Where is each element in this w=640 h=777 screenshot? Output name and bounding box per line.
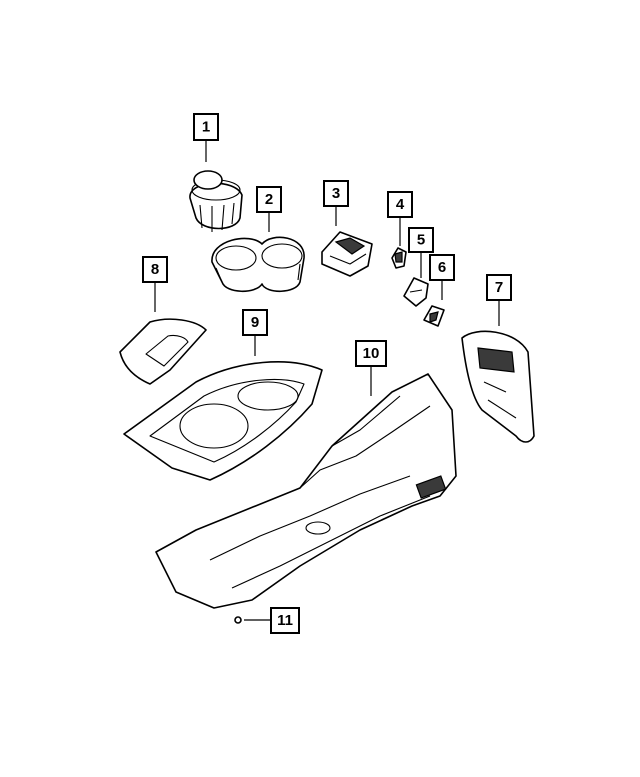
- callout-7-label: 7: [495, 279, 503, 296]
- part-6-clip: [423, 305, 445, 327]
- callout-6-label: 6: [438, 259, 446, 276]
- callout-3-label: 3: [332, 185, 340, 202]
- part-10-console-body: [155, 373, 457, 609]
- part-3-switch-bezel: [321, 231, 373, 277]
- part-9-top-trim: [123, 361, 323, 481]
- part-8-shifter-bezel: [119, 318, 207, 385]
- callout-1: 1: [193, 113, 219, 141]
- callout-9-label: 9: [251, 314, 259, 331]
- callout-4: 4: [387, 191, 413, 218]
- part-5-bracket: [403, 277, 429, 307]
- callout-5: 5: [408, 227, 434, 253]
- callout-2: 2: [256, 186, 282, 213]
- callout-4-label: 4: [396, 196, 405, 213]
- callout-7: 7: [486, 274, 512, 301]
- callout-9: 9: [242, 309, 268, 336]
- part-1-cup-insert: [189, 170, 243, 232]
- callout-1-label: 1: [202, 119, 210, 136]
- callout-6: 6: [429, 254, 455, 281]
- callout-2-label: 2: [265, 191, 273, 208]
- callout-5-label: 5: [417, 232, 425, 249]
- callout-3: 3: [323, 180, 349, 207]
- callout-11: 11: [270, 607, 300, 634]
- callout-10: 10: [355, 340, 387, 367]
- part-11-screw: [234, 616, 242, 624]
- part-2-dual-cup-holder: [211, 236, 305, 293]
- callout-8: 8: [142, 256, 168, 283]
- callout-10-label: 10: [363, 345, 380, 362]
- part-4-connector: [391, 247, 407, 269]
- part-7-rear-panel: [461, 330, 535, 443]
- callout-11-label: 11: [277, 612, 293, 629]
- callout-8-label: 8: [151, 261, 159, 278]
